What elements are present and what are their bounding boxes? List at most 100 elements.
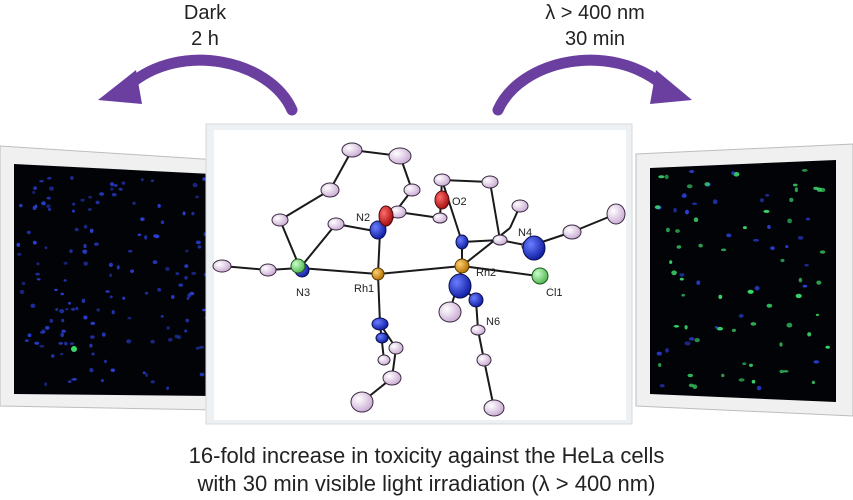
green-nucleus [807,332,812,337]
blue-nucleus [21,281,26,286]
blue-nucleus [187,293,192,298]
blue-nucleus [39,344,45,348]
green-nucleus [686,184,693,189]
blue-nucleus [679,273,685,277]
caption-line2: with 30 min visible light irradiation (λ… [197,471,656,496]
blue-nucleus [144,291,149,295]
blue-nucleus [202,177,206,181]
blue-nucleus [756,385,762,391]
blue-nucleus [67,380,72,383]
blue-nucleus [182,211,186,216]
blue-nucleus [140,178,144,182]
blue-nucleus [197,245,202,249]
blue-nucleus [165,266,170,271]
blue-nucleus [195,346,200,350]
green-nucleus [742,226,747,230]
blue-nucleus [192,182,198,188]
blue-nucleus [142,371,146,375]
blue-nucleus [682,193,687,198]
atom-label-n6: N6 [486,316,500,328]
blue-nucleus [122,296,126,300]
green-nucleus [654,205,661,210]
blue-nucleus [167,337,173,342]
blue-nucleus [684,341,691,346]
blue-nucleus [59,309,65,314]
diagram-canvas: N2 O2 N4 N3 Rh1 Rh2 Cl1 N6 [0,54,853,425]
green-nucleus [819,187,826,193]
green-nucleus [750,322,757,326]
blue-nucleus [100,379,104,383]
green-nucleus [825,345,830,349]
blue-nucleus [692,202,697,205]
blue-nucleus [199,345,204,349]
green-nucleus [795,293,802,299]
green-nucleus [666,227,670,233]
blue-nucleus [44,382,48,387]
blue-nucleus [121,181,126,185]
green-nucleus [738,378,745,382]
blue-nucleus [24,339,29,342]
blue-nucleus [65,308,69,311]
blue-nucleus [144,235,148,240]
blue-nucleus [35,272,40,276]
atom-label-n3: N3 [296,287,310,299]
atom-label-cl1: Cl1 [546,287,563,299]
blue-nucleus [105,290,110,293]
green-nucleus [787,218,792,224]
blue-nucleus [178,283,184,287]
blue-nucleus [44,246,48,250]
blue-nucleus [659,384,665,388]
blue-nucleus [186,297,190,300]
blue-nucleus [34,204,38,209]
blue-nucleus [804,264,809,267]
green-nucleus [819,250,826,254]
light-label-line2: 30 min [564,28,626,50]
blue-nucleus [726,233,732,238]
blue-nucleus [96,308,100,312]
blue-nucleus [111,192,117,197]
green-nucleus [766,303,773,308]
blue-nucleus [60,292,64,296]
blue-nucleus [785,245,789,249]
blue-nucleus [195,240,201,245]
blue-nucleus [71,307,76,311]
blue-nucleus [714,326,719,329]
blue-nucleus [88,195,93,199]
atom-label-rh2: Rh2 [476,267,496,279]
green-nucleus [681,293,686,297]
blue-cell-nuclei [16,176,210,390]
blue-nucleus [83,243,87,249]
green-and-blue-cell-nuclei [654,169,830,391]
blue-nucleus [83,315,88,320]
green-nucleus [779,342,783,347]
green-nucleus [673,325,680,328]
blue-nucleus [767,225,771,229]
green-nucleus [704,182,710,187]
blue-nucleus [137,233,142,237]
blue-nucleus [754,285,760,291]
blue-nucleus [126,339,132,344]
blue-nucleus [83,224,88,229]
blue-nucleus [175,272,180,276]
green-nucleus [815,313,820,317]
blue-nucleus [32,240,37,245]
caption: 16-fold increase in toxicity against the… [0,442,853,498]
blue-nucleus [39,180,44,183]
blue-nucleus [71,378,76,381]
blue-nucleus [685,209,689,215]
green-nucleus [816,280,822,285]
chlorine-atoms [290,258,549,285]
light-condition-label: λ > 400 nm 30 min [510,0,680,52]
blue-nucleus [36,262,40,266]
green-nucleus [742,362,747,366]
blue-nucleus [160,220,165,225]
green-nucleus [798,277,803,283]
green-nucleus [747,289,754,294]
green-nucleus [763,209,770,213]
blue-nucleus [753,238,760,242]
blue-nucleus [171,295,175,299]
green-nucleus [658,363,662,367]
green-nucleus [687,373,694,378]
left-curved-arrow [98,54,298,116]
blue-nucleus [109,295,113,299]
